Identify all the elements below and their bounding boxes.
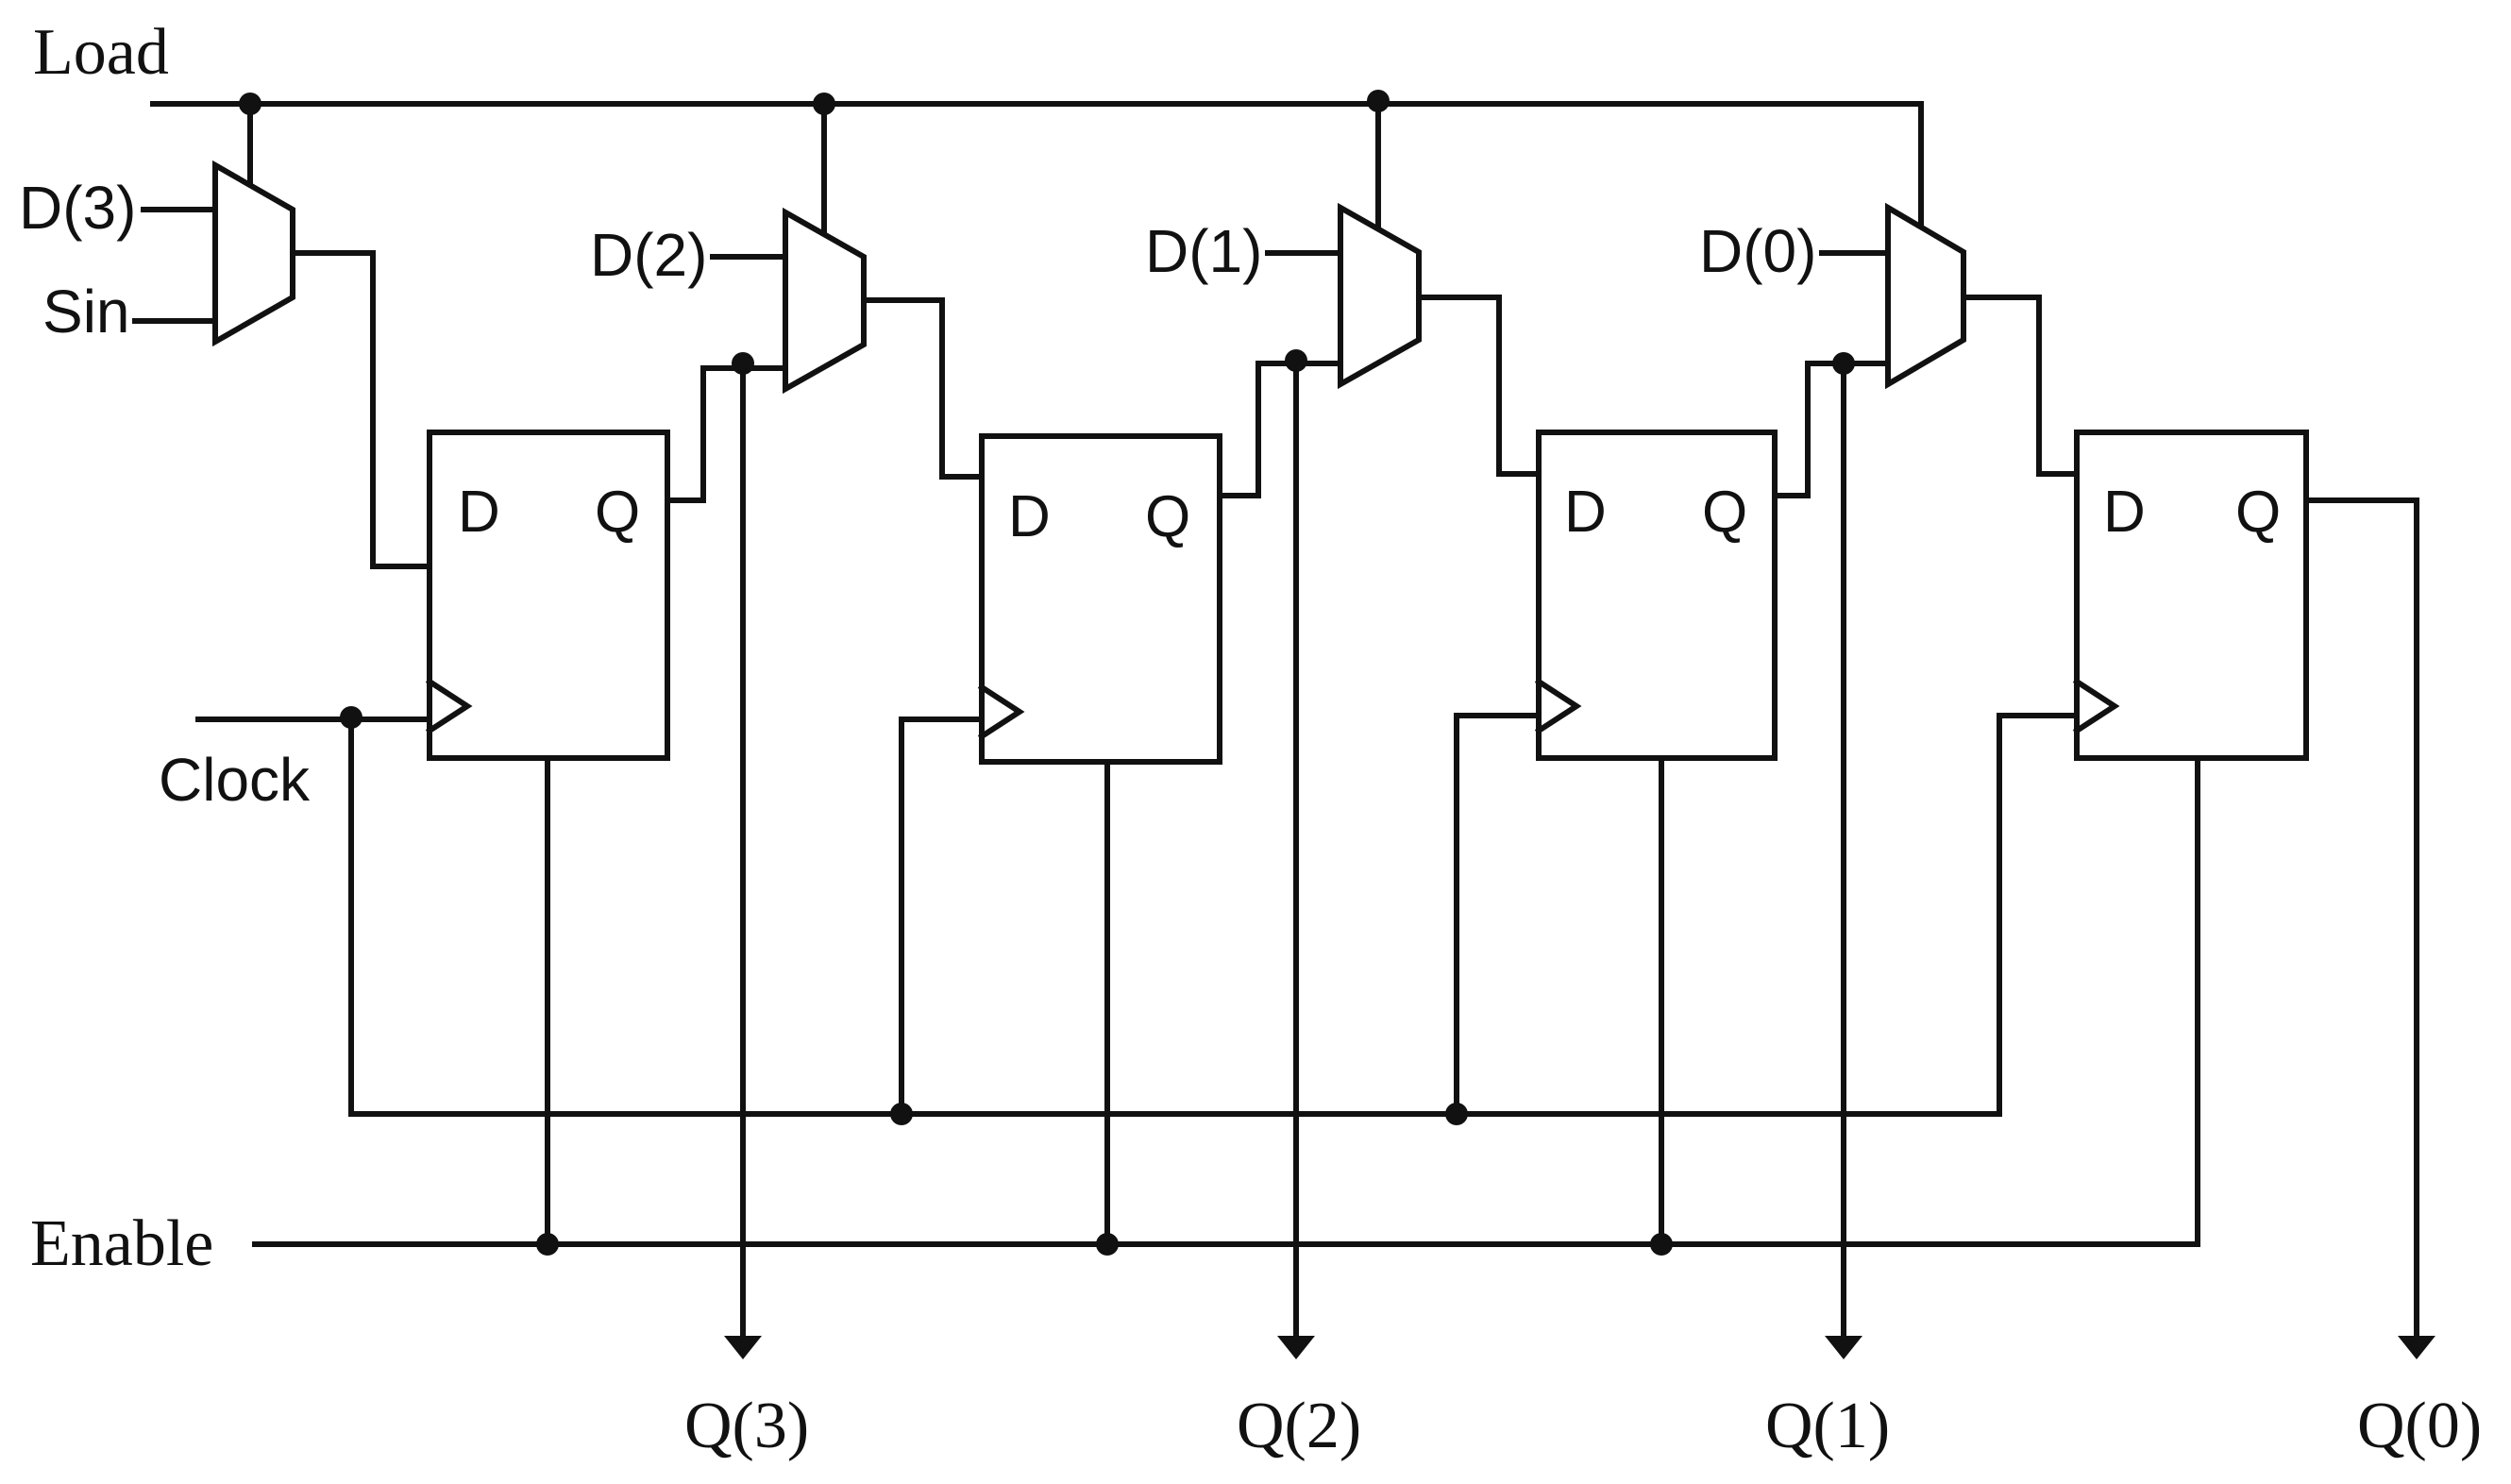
q3-feedback-wire bbox=[665, 365, 788, 503]
clock-edge-icon bbox=[977, 683, 1025, 741]
q2-output-label: Q(2) bbox=[1237, 1390, 1361, 1462]
output-arrows bbox=[724, 1336, 2435, 1359]
d1-label: D(1) bbox=[1145, 217, 1262, 285]
mux3-to-ff3 bbox=[290, 250, 432, 569]
ff2-q-pin: Q bbox=[1145, 484, 1190, 549]
sin-label: Sin bbox=[42, 278, 130, 346]
junction-dot bbox=[239, 93, 261, 115]
junction-dot bbox=[536, 1233, 559, 1256]
mux-3 bbox=[212, 160, 295, 347]
clock-bus bbox=[348, 713, 2080, 1117]
junction-dot bbox=[1832, 352, 1855, 375]
ff0-q-pin: Q bbox=[2235, 480, 2281, 545]
d3-label: D(3) bbox=[19, 174, 136, 242]
clock-edge-icon bbox=[425, 677, 473, 735]
d2-label: D(2) bbox=[590, 221, 707, 289]
junction-dot bbox=[1445, 1103, 1468, 1125]
junction-dot bbox=[340, 706, 362, 729]
clock-label: Clock bbox=[159, 746, 311, 814]
q0-output-label: Q(0) bbox=[2357, 1390, 2482, 1462]
junction-dot bbox=[732, 352, 754, 375]
flipflop-2: D Q bbox=[977, 433, 1222, 765]
clock-edge-icon bbox=[2072, 677, 2120, 735]
flipflops: D Q D Q D Q D Q bbox=[425, 430, 2309, 765]
junctions bbox=[239, 90, 1855, 1256]
arrow-down-icon bbox=[724, 1336, 762, 1359]
junction-dot bbox=[813, 93, 835, 115]
junction-dot bbox=[890, 1103, 913, 1125]
clock-edge-icon bbox=[1534, 677, 1582, 735]
enable-label: Enable bbox=[30, 1207, 213, 1280]
arrow-down-icon bbox=[2398, 1336, 2435, 1359]
labels: Load D(3) Sin D(2) D(1) D(0) Clock Enabl… bbox=[19, 16, 2482, 1462]
q1-feedback-wire bbox=[1772, 361, 1891, 498]
clock-to-ff2 bbox=[899, 717, 985, 1117]
ff1-q-pin: Q bbox=[1702, 480, 1747, 545]
ff3-d-pin: D bbox=[458, 480, 500, 545]
q1-output-label: Q(1) bbox=[1765, 1390, 1890, 1462]
clock-to-ff1 bbox=[1454, 713, 1542, 1117]
enable-bus bbox=[252, 757, 2200, 1247]
d0-label: D(0) bbox=[1699, 217, 1816, 285]
q2-feedback-wire bbox=[1217, 361, 1343, 498]
junction-dot bbox=[1285, 349, 1307, 372]
junction-dot bbox=[1367, 90, 1390, 112]
junction-dot bbox=[1096, 1233, 1119, 1256]
mux-1 bbox=[1338, 202, 1422, 390]
flipflop-1: D Q bbox=[1534, 430, 1778, 761]
ff0-d-pin: D bbox=[2103, 480, 2146, 545]
mux2-to-ff2 bbox=[861, 297, 985, 480]
mux-2 bbox=[783, 207, 867, 395]
mux-0 bbox=[1885, 202, 1966, 390]
multiplexers bbox=[212, 160, 1966, 395]
ff3-q-pin: Q bbox=[595, 480, 640, 545]
q3-output-label: Q(3) bbox=[684, 1390, 809, 1462]
arrow-down-icon bbox=[1825, 1336, 1862, 1359]
junction-dot bbox=[1650, 1233, 1673, 1256]
mux0-to-ff0 bbox=[1961, 295, 2080, 477]
flipflop-3: D Q bbox=[425, 430, 670, 761]
flipflop-0: D Q bbox=[2072, 430, 2309, 761]
load-bus bbox=[150, 101, 1924, 241]
mux1-to-ff1 bbox=[1416, 295, 1542, 477]
ff1-d-pin: D bbox=[1564, 480, 1607, 545]
arrow-down-icon bbox=[1277, 1336, 1315, 1359]
load-label: Load bbox=[33, 16, 169, 89]
q0-output-wire bbox=[2303, 497, 2419, 1339]
ff2-d-pin: D bbox=[1008, 484, 1051, 549]
